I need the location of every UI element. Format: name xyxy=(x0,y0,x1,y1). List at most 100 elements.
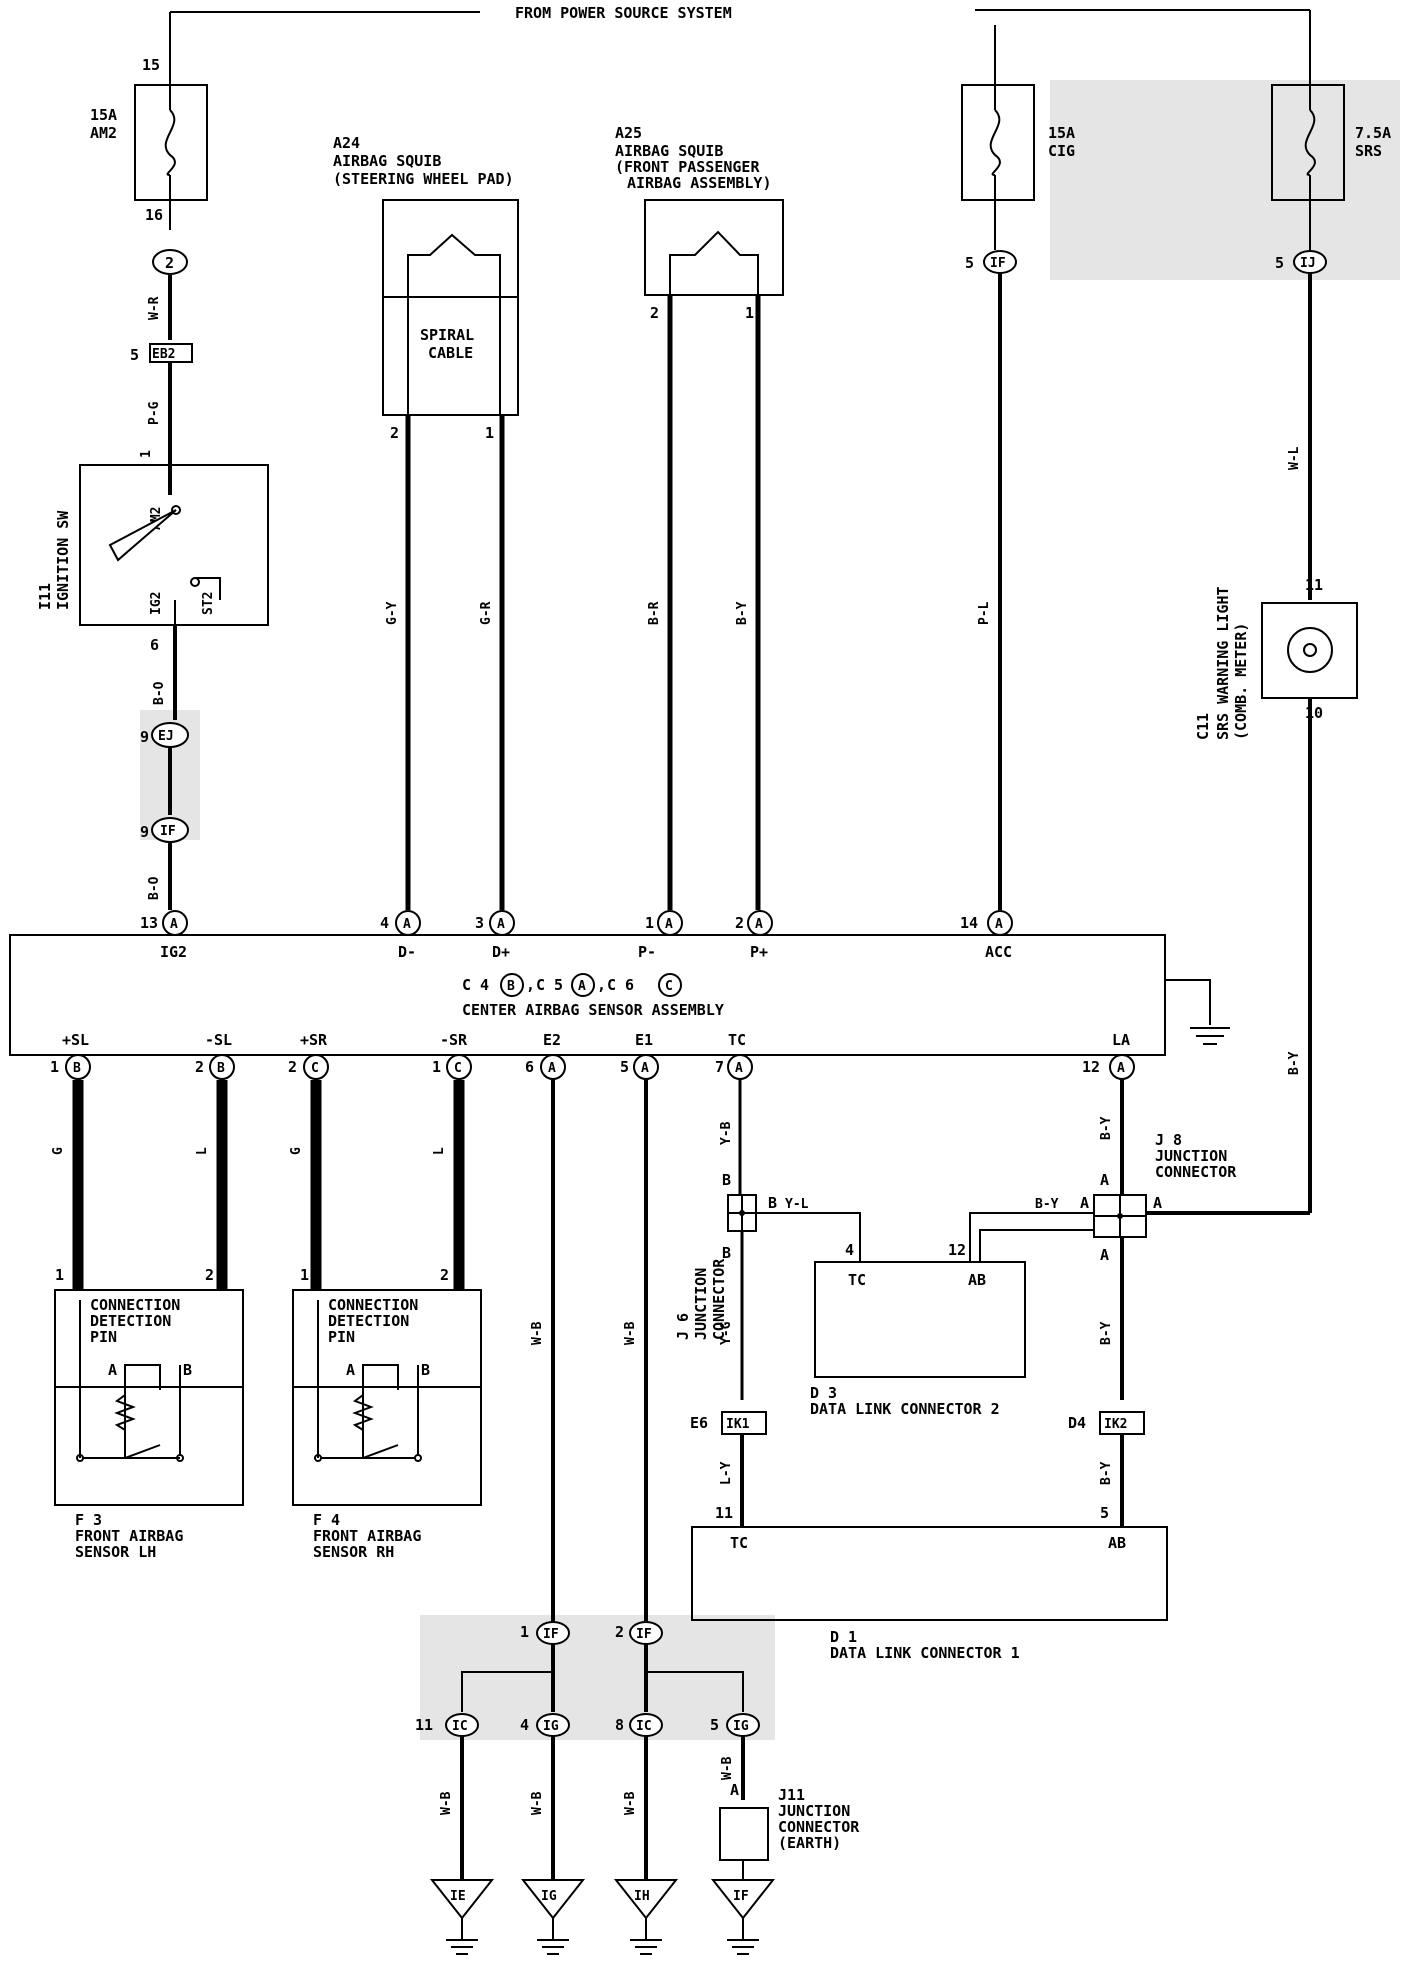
svg-text:G-R: G-R xyxy=(479,601,494,625)
svg-text:2: 2 xyxy=(288,1058,297,1076)
svg-text:J11: J11 xyxy=(778,1786,805,1804)
svg-text:A: A xyxy=(995,917,1003,932)
junction-connector-j8: B-Y J 8 JUNCTION CONNECTOR A A A A B-Y xyxy=(1080,1080,1237,1400)
svg-text:IH: IH xyxy=(634,1889,650,1904)
svg-text:F 3: F 3 xyxy=(75,1511,102,1529)
svg-text:4: 4 xyxy=(380,914,389,932)
srs-warning-light: 11 C11 SRS WARNING LIGHT (COMB. METER) 1… xyxy=(1145,576,1358,1215)
svg-text:15: 15 xyxy=(142,56,160,74)
svg-text:L: L xyxy=(432,1147,447,1155)
svg-text:DETECTION: DETECTION xyxy=(90,1312,171,1330)
svg-text:2: 2 xyxy=(195,1058,204,1076)
svg-text:C: C xyxy=(311,1061,319,1076)
svg-text:CONNECTION: CONNECTION xyxy=(328,1296,418,1314)
svg-text:(FRONT PASSENGER: (FRONT PASSENGER xyxy=(615,158,760,176)
ground-symbols: IE IG IH IF xyxy=(429,1879,776,1955)
svg-text:C11: C11 xyxy=(1194,713,1212,740)
svg-text:SPIRAL: SPIRAL xyxy=(420,326,474,344)
svg-text:G: G xyxy=(51,1147,66,1155)
svg-text:A: A xyxy=(346,1361,355,1379)
svg-text:C 5: C 5 xyxy=(536,976,563,994)
center-airbag-sensor-assembly: C 4 B , C 5 A , C 6 C CENTER AIRBAG SENS… xyxy=(9,934,1230,1056)
ik-connectors: E6 IK1 L-Y D4 IK2 B-Y xyxy=(690,1411,1145,1527)
svg-text:7: 7 xyxy=(715,1058,724,1076)
squib-passenger: A25 AIRBAG SQUIB (FRONT PASSENGER AIRBAG… xyxy=(615,124,784,910)
svg-text:+SR: +SR xyxy=(300,1031,328,1049)
svg-text:IF: IF xyxy=(636,1627,652,1642)
svg-text:10: 10 xyxy=(1305,704,1323,722)
svg-text:B: B xyxy=(73,1061,81,1076)
svg-text:A: A xyxy=(1117,1061,1125,1076)
front-airbag-sensor-rh: 1 2 CONNECTION DETECTION PIN A B F 4 FRO… xyxy=(292,1266,482,1561)
svg-text:1: 1 xyxy=(300,1266,309,1284)
svg-text:B: B xyxy=(217,1061,225,1076)
power-source-label: FROM POWER SOURCE SYSTEM xyxy=(515,4,732,22)
svg-text:11: 11 xyxy=(415,1716,433,1734)
svg-text:B: B xyxy=(183,1361,192,1379)
svg-text:CONNECTOR: CONNECTOR xyxy=(710,1258,728,1340)
svg-text:IF: IF xyxy=(543,1627,559,1642)
svg-text:FRONT AIRBAG: FRONT AIRBAG xyxy=(75,1527,183,1545)
svg-text:W-B: W-B xyxy=(720,1756,735,1780)
svg-text:1: 1 xyxy=(645,914,654,932)
svg-text:W-R: W-R xyxy=(147,296,162,320)
junction-connector-j11: A J11 JUNCTION CONNECTOR (EARTH) xyxy=(719,1781,860,1861)
svg-text:CONNECTION: CONNECTION xyxy=(90,1296,180,1314)
svg-text:Y-B: Y-B xyxy=(719,1121,734,1145)
svg-text:2: 2 xyxy=(615,1623,624,1641)
svg-text:1: 1 xyxy=(55,1266,64,1284)
svg-text:D 3: D 3 xyxy=(810,1384,837,1402)
svg-text:9: 9 xyxy=(140,823,149,841)
svg-text:5: 5 xyxy=(965,254,974,272)
svg-text:CONNECTOR: CONNECTOR xyxy=(1155,1163,1237,1181)
svg-text:A24: A24 xyxy=(333,134,360,152)
svg-text:AB: AB xyxy=(968,1271,986,1289)
svg-text:I11: I11 xyxy=(36,583,54,610)
svg-text:IG: IG xyxy=(541,1889,557,1904)
svg-text:5: 5 xyxy=(620,1058,629,1076)
svg-text:2: 2 xyxy=(205,1266,214,1284)
svg-text:J 6: J 6 xyxy=(674,1313,692,1340)
svg-text:IF: IF xyxy=(990,256,1006,271)
svg-text:B-Y: B-Y xyxy=(1035,1197,1059,1212)
svg-text:A: A xyxy=(1100,1246,1109,1264)
svg-text:E6: E6 xyxy=(690,1414,708,1432)
svg-text:IG2: IG2 xyxy=(149,592,164,615)
svg-text:2: 2 xyxy=(650,304,659,322)
svg-text:IK2: IK2 xyxy=(1104,1417,1127,1432)
svg-text:IE: IE xyxy=(450,1889,466,1904)
svg-text:A: A xyxy=(497,917,505,932)
svg-text:E2: E2 xyxy=(543,1031,561,1049)
svg-text:1: 1 xyxy=(745,304,754,322)
squib-driver: A24 AIRBAG SQUIB (STEERING WHEEL PAD) SP… xyxy=(333,134,519,910)
svg-text:B: B xyxy=(722,1171,731,1189)
ig2-chain: B-O EJ 9 IF 9 B-O xyxy=(140,625,189,910)
svg-text:IGNITION SW: IGNITION SW xyxy=(54,510,72,610)
svg-text:B-O: B-O xyxy=(147,876,162,900)
svg-text:C 4: C 4 xyxy=(462,976,489,994)
svg-text:4: 4 xyxy=(845,1241,854,1259)
svg-text:C 6: C 6 xyxy=(607,976,634,994)
svg-text:+SL: +SL xyxy=(62,1031,89,1049)
ignition-switch: 1 AM2 IG2 ST2 I11 IGNITION SW 6 xyxy=(36,450,269,654)
svg-text:1: 1 xyxy=(520,1623,529,1641)
data-link-connector-1: 11 5 TC AB D 1 DATA LINK CONNECTOR 1 xyxy=(691,1504,1168,1662)
svg-text:4: 4 xyxy=(520,1716,529,1734)
svg-text:A: A xyxy=(108,1361,117,1379)
svg-text:AB: AB xyxy=(1108,1534,1126,1552)
svg-text:E1: E1 xyxy=(635,1031,653,1049)
svg-text:IG2: IG2 xyxy=(160,943,187,961)
svg-text:A: A xyxy=(641,1061,649,1076)
svg-text:1: 1 xyxy=(50,1058,59,1076)
svg-text:Y-L: Y-L xyxy=(785,1197,809,1212)
fuse-am2-rating: 15A xyxy=(90,106,117,124)
svg-text:PIN: PIN xyxy=(328,1328,355,1346)
svg-text:D+: D+ xyxy=(492,943,510,961)
svg-text:6: 6 xyxy=(150,636,159,654)
svg-text:A: A xyxy=(403,917,411,932)
svg-text:B-Y: B-Y xyxy=(1099,1461,1114,1485)
svg-text:5: 5 xyxy=(710,1716,719,1734)
svg-text:A: A xyxy=(1100,1171,1109,1189)
svg-text:W-B: W-B xyxy=(530,1321,545,1345)
